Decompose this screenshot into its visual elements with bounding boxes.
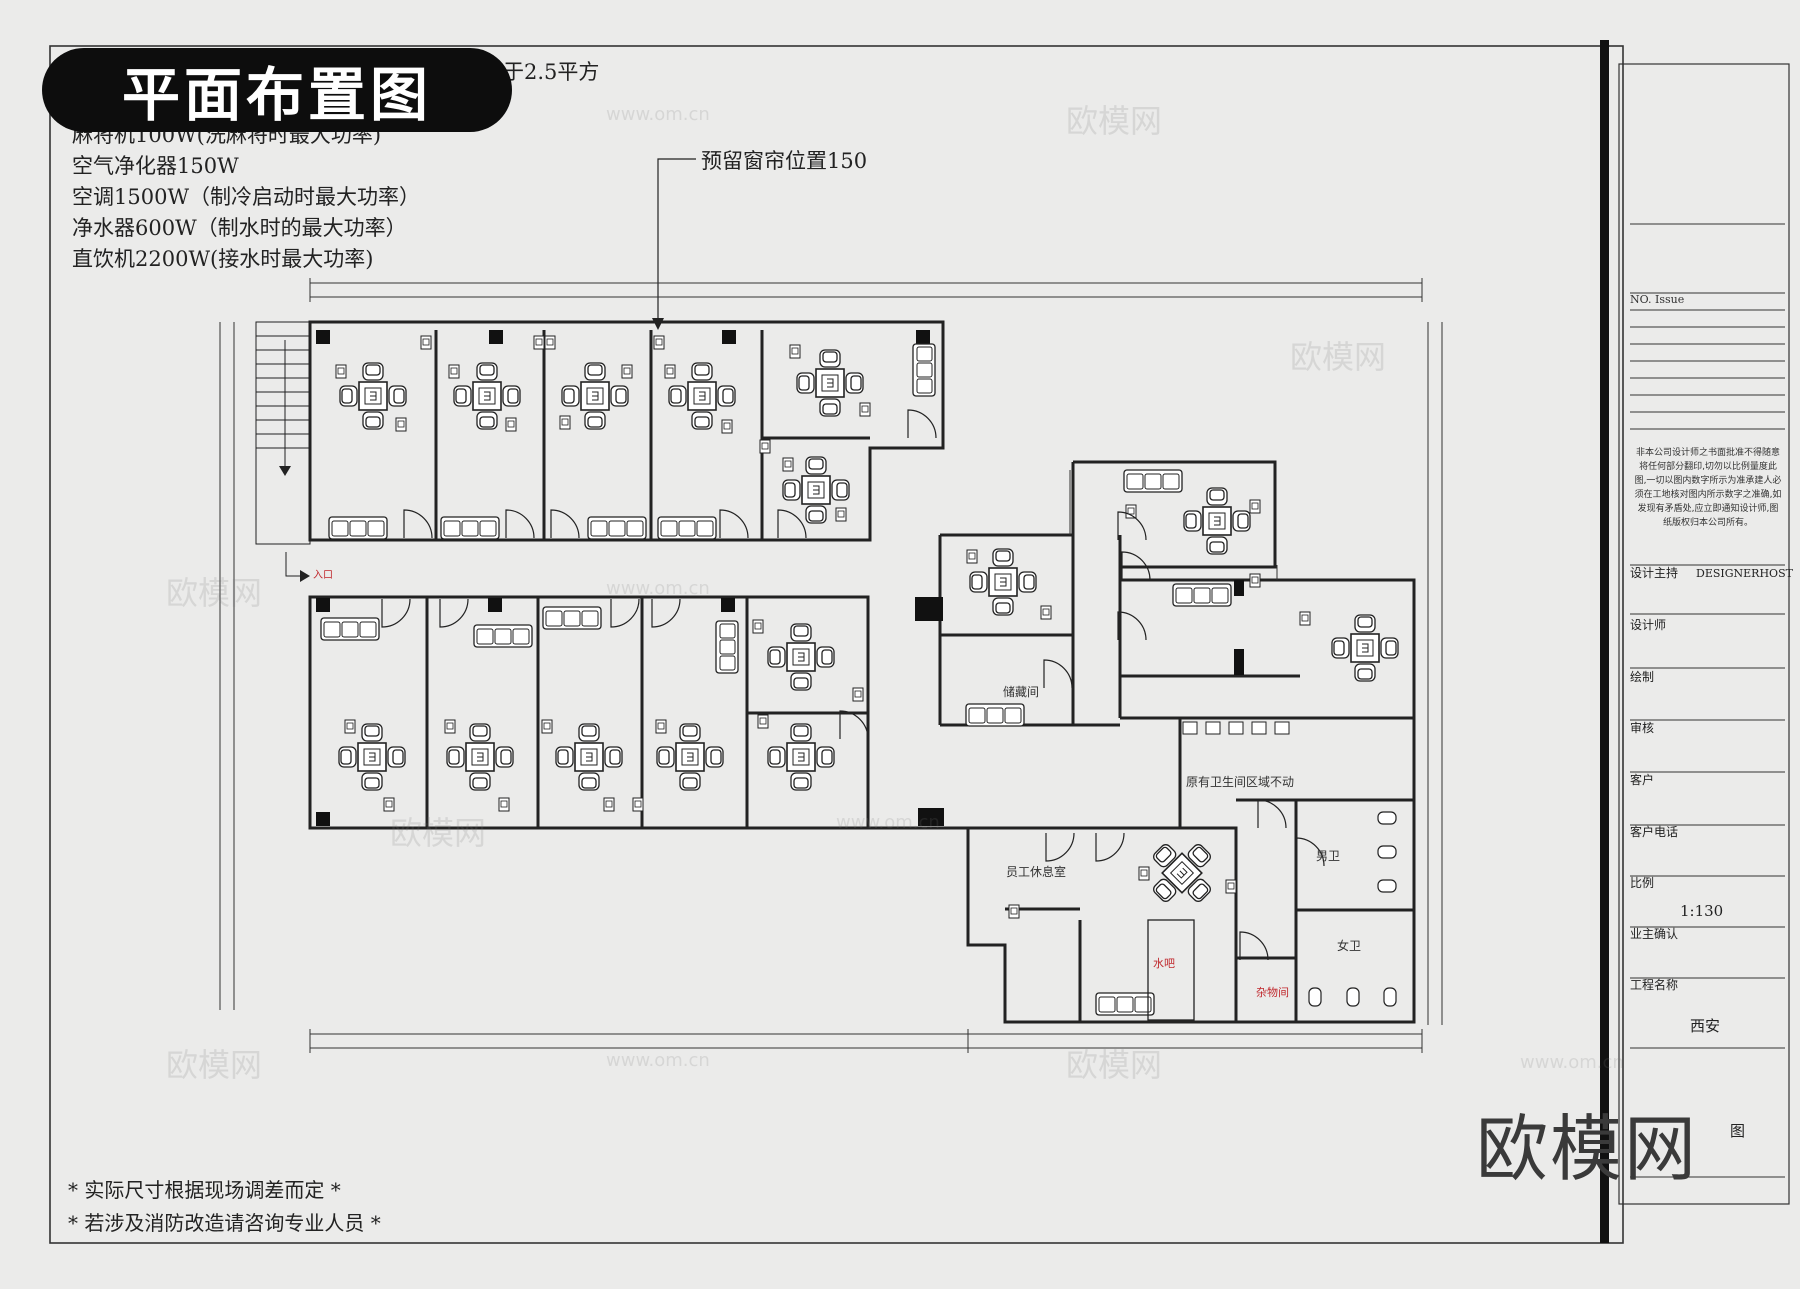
issue-header: NO. Issue (1630, 293, 1684, 306)
power-note: 净水器600W（制水时的最大功率） (72, 216, 407, 240)
field-label: 绘制 (1630, 669, 1654, 684)
field-label: 工程名称 (1630, 977, 1678, 992)
curtain-note: 预留窗帘位置150 (701, 149, 867, 173)
walls (308, 320, 1416, 1024)
room-label-male-toilet: 男卫 (1316, 849, 1340, 863)
room-label-entrance: 入口 (313, 570, 333, 581)
room-label-storage: 储藏间 (1003, 684, 1039, 699)
power-note: 空调1500W（制冷启动时最大功率） (72, 185, 420, 209)
field-value-designer-host: DESIGNERHOST (1696, 567, 1794, 580)
room-label-staff-rest: 员工休息室 (1006, 864, 1066, 879)
footer-note: * 若涉及消防改造请咨询专业人员 * (68, 1211, 381, 1235)
power-notes: 麻将机100W(洗麻将时最大功率) 空气净化器150W 空调1500W（制冷启动… (72, 123, 420, 271)
power-note: 直饮机2200W(接水时最大功率) (72, 247, 373, 271)
structural-columns (316, 330, 1244, 826)
field-label: 审核 (1630, 720, 1654, 735)
title-block-fields: 设计主持 DESIGNERHOST 设计师 绘制 审核 客户 客户电话 比例 1… (1630, 565, 1794, 1140)
room-label-water-bar: 水吧 (1153, 957, 1175, 970)
power-note: 空气净化器150W (72, 154, 239, 178)
title-block-lines (1630, 223, 1785, 1178)
page-title: 平面布置图 (121, 61, 432, 129)
sheet-border (49, 45, 1624, 1244)
footer-note: * 实际尺寸根据现场调差而定 * (68, 1178, 341, 1202)
field-label: 客户 (1630, 772, 1654, 787)
field-label: 业主确认 (1630, 927, 1678, 941)
field-label: 设计主持 (1630, 565, 1678, 580)
project-name-value: 西安 (1690, 1017, 1720, 1035)
area-note-fragment: 于2.5平方 (503, 60, 599, 84)
title-block-frame (1618, 63, 1790, 1205)
scale-value: 1:130 (1680, 902, 1723, 920)
curtain-leader-line (657, 158, 696, 327)
field-label: 比例 (1630, 876, 1654, 890)
field-label: 设计师 (1630, 618, 1666, 632)
dimension-lines (219, 278, 1443, 1053)
room-label-original-toilet: 原有卫生间区域不动 (1186, 775, 1294, 789)
entrance-arrow (300, 570, 310, 582)
watermark-logo: 欧模网 (1476, 1107, 1699, 1191)
disclaimer-text: 非本公司设计师之书面批准不得随意将任何部分翻印,切勿以比例量度此图,一切以图内数… (1634, 448, 1782, 528)
water-bar-counter (1147, 919, 1195, 1021)
title-block-bar (1600, 40, 1609, 1243)
room-label-female-toilet: 女卫 (1337, 938, 1361, 953)
title-banner: 平面布置图 (42, 48, 512, 132)
room-labels: 储藏间 原有卫生间区域不动 员工休息室 男卫 女卫 水吧 杂物间 入口 (313, 570, 1361, 999)
sofas (320, 343, 1232, 1016)
field-label: 客户电话 (1630, 824, 1678, 839)
room-label-utility: 杂物间 (1256, 985, 1289, 999)
toilet-fixtures (1147, 721, 1397, 1021)
stairs (255, 321, 311, 545)
drawing-title-suffix: 图 (1730, 1122, 1745, 1140)
